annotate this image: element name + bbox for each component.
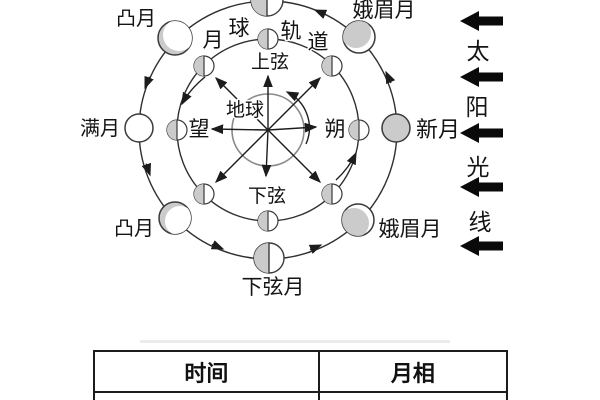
ray-upper-right: [267, 77, 321, 131]
ray-lower-left: [215, 129, 269, 183]
moon-inner-upper-right: [321, 55, 343, 77]
scan-artifact: [140, 340, 450, 343]
sunlight-arrow-3: [460, 123, 503, 143]
label-sun-char-xian: 线: [469, 210, 492, 235]
label-orbit-char-gui: 轨: [281, 19, 302, 43]
moon-inner-top: [257, 28, 279, 50]
sunlight-arrow-2: [460, 67, 503, 87]
moon-outer-bottom-last-quarter: [253, 242, 285, 274]
table-cell-phase: [320, 393, 506, 400]
moon-outer-lower-right-crescent: [341, 203, 375, 237]
moon-outer-lower-left-gibbous: [158, 201, 192, 235]
label-gibbous-lower-left: 凸月: [114, 218, 154, 240]
earth-rays: [210, 74, 321, 183]
orbit-arrow-2: [313, 9, 328, 19]
table-row: [95, 393, 506, 400]
moon-inner-left: [166, 119, 188, 141]
label-last-quarter-moon: 下弦月: [242, 275, 305, 299]
orbit-arrow-1: [144, 75, 154, 90]
moon-outer-upper-right-crescent: [342, 20, 376, 54]
label-crescent-lower-right: 娥眉月: [379, 217, 442, 241]
label-wang: 望: [189, 117, 210, 141]
label-last-quarter: 下弦: [248, 185, 286, 207]
table-header-phase: 月相: [320, 352, 506, 391]
sunlight-group: 太 阳 光 线: [460, 11, 503, 256]
moon-outer-top-first-quarter: [250, 0, 284, 17]
table-header-time: 时间: [95, 352, 320, 391]
ray-lower-right: [267, 129, 321, 183]
label-sun-char-yang: 阳: [466, 95, 489, 120]
label-crescent-upper-right: 娥眉月: [353, 0, 416, 22]
moon-outer-left-full: [124, 113, 154, 143]
table-header-phase-label: 月相: [390, 360, 435, 386]
table-header-time-label: 时间: [184, 360, 229, 386]
moon-inner-upper-left: [193, 55, 215, 77]
orbit-arrow-6: [308, 244, 323, 254]
sunlight-arrow-4: [460, 177, 503, 197]
outer-moons: [124, 0, 411, 274]
moon-inner-bottom: [257, 210, 279, 232]
earth-rotation-arrow: [285, 91, 311, 145]
ray-down: [261, 129, 272, 178]
moon-inner-lower-right: [321, 183, 343, 205]
label-orbit-char-qiu: 球: [229, 16, 250, 40]
ray-right: [267, 122, 318, 133]
moon-outer-right-new: [381, 113, 411, 143]
label-shuo: 朔: [325, 117, 346, 141]
label-gibbous-upper-left: 凸月: [116, 8, 156, 30]
sunlight-arrow-5: [460, 236, 503, 256]
inner-orbit-direction-arrows: [181, 76, 357, 181]
phase-table: 时间 月相: [93, 350, 508, 400]
table-header-row: 时间 月相: [95, 352, 506, 393]
label-earth: 地球: [226, 99, 264, 121]
inner-direction-arrow-lower-right: [335, 151, 357, 181]
label-new-moon: 新月: [416, 117, 460, 142]
orbit-arrow-5: [210, 240, 225, 250]
moon-outer-upper-left-gibbous: [157, 20, 193, 56]
table-cell-time: [95, 393, 320, 400]
moon-inner-lower-left: [193, 183, 215, 205]
label-sun-char-guang: 光: [467, 155, 490, 180]
ray-left: [210, 124, 269, 135]
label-orbit-char-yue: 月: [203, 28, 224, 52]
moon-inner-right: [348, 119, 370, 141]
label-first-quarter: 上弦: [251, 51, 289, 73]
outer-orbit-direction-arrows: [141, 9, 396, 254]
label-full-moon: 满月: [80, 117, 120, 140]
label-orbit-char-dao: 道: [308, 30, 329, 54]
orbit-arrow-4: [141, 162, 151, 177]
orbit-arrow-3: [385, 70, 396, 85]
inner-direction-arrow-upper-left: [181, 76, 206, 106]
label-sun-char-tai: 太: [467, 39, 490, 64]
ray-upper-left: [215, 77, 269, 131]
sunlight-arrow-1: [460, 11, 503, 31]
